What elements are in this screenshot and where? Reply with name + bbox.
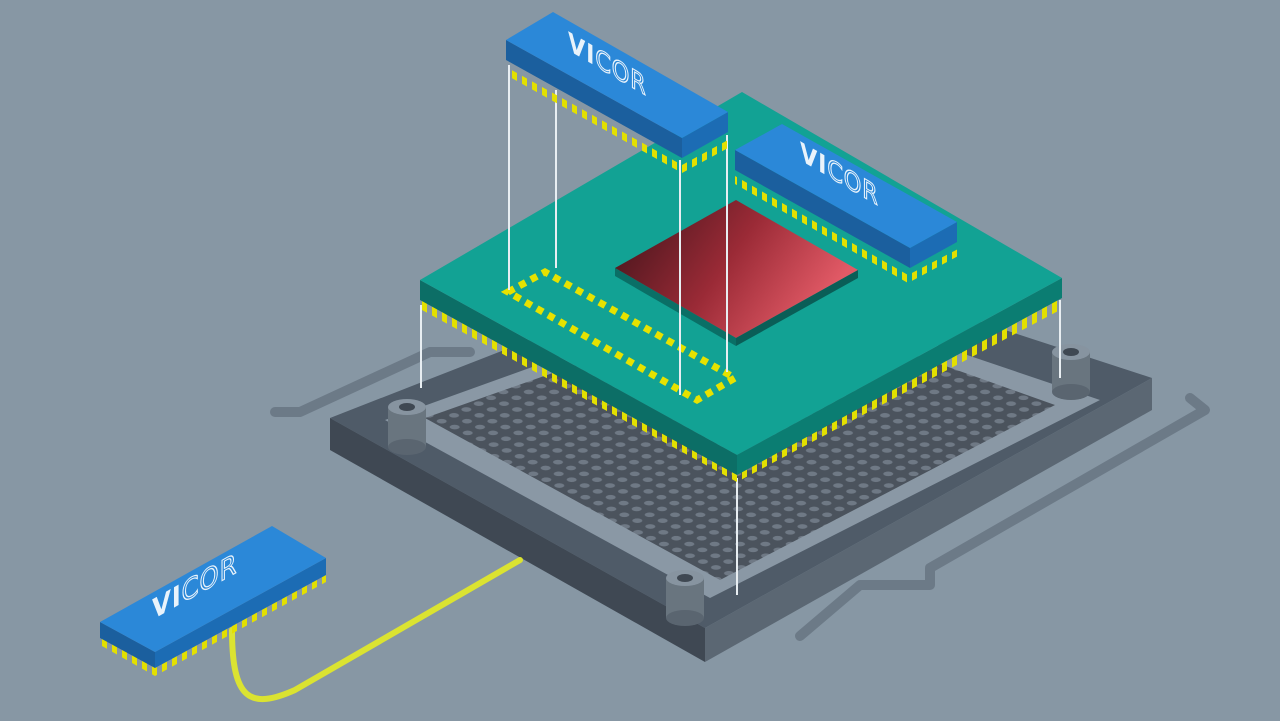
power-trace: [229, 557, 523, 702]
alignment-lines-upper: [508, 65, 728, 395]
screw-post-right: [1052, 344, 1090, 400]
module-footprint: [500, 268, 743, 405]
screw-post-bottom: [666, 570, 704, 626]
processor-die: [615, 200, 858, 338]
alignment-lines-lower: [420, 300, 1061, 595]
processor-package: [420, 92, 1062, 482]
ground-traces: [270, 347, 1210, 641]
top-power-module: VICOR: [506, 12, 728, 173]
screw-post-left: [388, 399, 426, 455]
